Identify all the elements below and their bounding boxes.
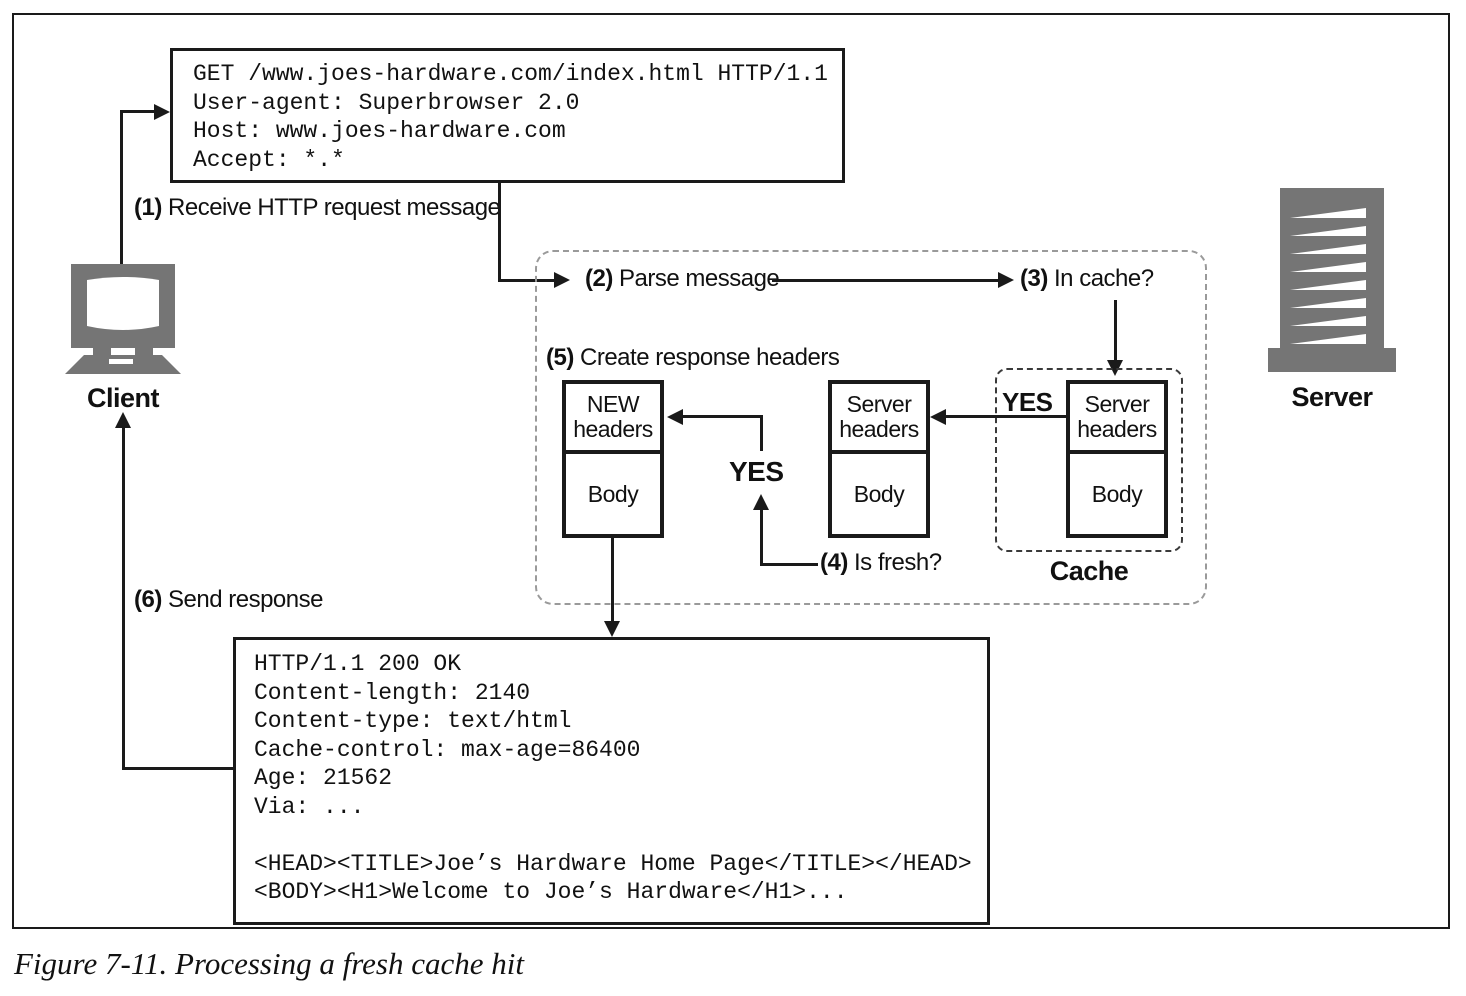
step1-text: Receive HTTP request message: [161, 194, 501, 221]
response-line: Content-length: 2140: [254, 679, 531, 706]
arrowhead-into-copy-box: [930, 409, 946, 425]
step6-number: (6): [134, 586, 162, 613]
step5-text: Create response headers: [573, 344, 840, 371]
step1-label: (1) Receive HTTP request message: [134, 194, 501, 221]
arrowhead-fresh-yes-up: [753, 494, 769, 510]
step4-number: (4): [820, 549, 848, 576]
yes-cache-hit-label: YES: [1002, 387, 1053, 417]
yes-fresh-label: YES: [729, 456, 784, 487]
request-line: User-agent: Superbrowser 2.0: [193, 89, 580, 116]
response-line: HTTP/1.1 200 OK: [254, 651, 462, 677]
response-line: <HEAD><TITLE>Joe’s Hardware Home Page</T…: [254, 850, 972, 877]
response-to-client-line-horizontal: [122, 767, 234, 770]
new-headers-label: NEW headers: [566, 384, 660, 454]
step4-label: (4) Is fresh?: [820, 549, 942, 576]
request-line: Accept: *.*: [193, 146, 345, 173]
server-tower-icon: [1262, 188, 1402, 383]
response-line: [254, 822, 987, 851]
response-line: Cache-control: max-age=86400: [254, 736, 641, 763]
step2-number: (2): [585, 265, 613, 292]
server-label: Server: [1291, 382, 1373, 412]
server-headers-cached-box: Server headers Body: [1066, 380, 1168, 538]
request-to-parse-line-horizontal: [498, 279, 556, 282]
incache-to-cache-line: [1114, 300, 1117, 362]
request-line: Host: www.joes-hardware.com: [193, 118, 566, 144]
cache-dashed-box: [995, 368, 1183, 552]
server-headers-cached-label: Server headers: [1070, 384, 1164, 454]
step2-label: (2) Parse message: [585, 265, 780, 292]
server-headers-copy-body-label: Body: [853, 480, 905, 507]
parse-to-incache-line: [772, 279, 1000, 282]
fresh-yes-line-lower-vertical: [760, 509, 763, 566]
response-line: Via: ...: [254, 793, 365, 820]
new-headers-body-label: Body: [587, 480, 639, 507]
response-line: <BODY><H1>Welcome to Joe’s Hardware</H1>…: [254, 879, 848, 905]
figure-caption: Figure 7-11. Processing a fresh cache hi…: [14, 946, 524, 981]
client-to-request-line-horizontal: [120, 110, 156, 113]
response-line: Content-type: text/html: [254, 708, 572, 734]
client-label: Client: [86, 383, 160, 413]
response-to-client-line-vertical: [122, 426, 125, 770]
arrowhead-into-client: [115, 412, 131, 428]
step4-text: Is fresh?: [847, 549, 942, 576]
fresh-yes-line-bottom-horizontal: [760, 563, 818, 566]
step5-label: (5) Create response headers: [546, 344, 840, 371]
fresh-yes-line-top-horizontal: [683, 415, 763, 418]
request-to-parse-line-vertical: [498, 183, 501, 281]
request-line: GET /www.joes-hardware.com/index.html HT…: [193, 61, 828, 87]
step3-label: (3) In cache?: [1020, 265, 1154, 292]
http-request-box: GET /www.joes-hardware.com/index.html HT…: [170, 48, 845, 183]
server-headers-copy-box: Server headers Body: [828, 380, 930, 538]
arrowhead-into-new-headers-box: [667, 409, 683, 425]
server-headers-copy-label: Server headers: [832, 384, 926, 454]
newheaders-to-response-line: [611, 538, 614, 623]
step5-number: (5): [546, 344, 574, 371]
processing-dashed-box: [535, 250, 1207, 605]
step3-number: (3): [1020, 265, 1048, 292]
arrowhead-into-incache-step: [998, 272, 1014, 288]
step6-label: (6) Send response: [134, 586, 323, 613]
fresh-yes-line-upper-vertical: [760, 415, 763, 451]
arrowhead-into-parse-step: [554, 272, 570, 288]
step2-text: Parse message: [612, 265, 780, 292]
http-response-box: HTTP/1.1 200 OK Content-length: 2140 Con…: [233, 637, 990, 925]
step3-text: In cache?: [1047, 265, 1154, 292]
arrowhead-into-response-box: [604, 621, 620, 637]
response-line: Age: 21562: [254, 765, 393, 791]
figure-border: [12, 13, 1450, 929]
new-headers-box: NEW headers Body: [562, 380, 664, 538]
client-to-request-line-vertical: [120, 111, 123, 266]
step1-number: (1): [134, 194, 162, 221]
arrowhead-into-request-box: [154, 104, 170, 120]
client-computer-icon: [63, 262, 183, 381]
step6-text: Send response: [161, 586, 323, 613]
cachehit-yes-line: [946, 415, 1066, 418]
server-headers-cached-body-label: Body: [1091, 480, 1143, 507]
cache-label: Cache: [1049, 556, 1129, 586]
